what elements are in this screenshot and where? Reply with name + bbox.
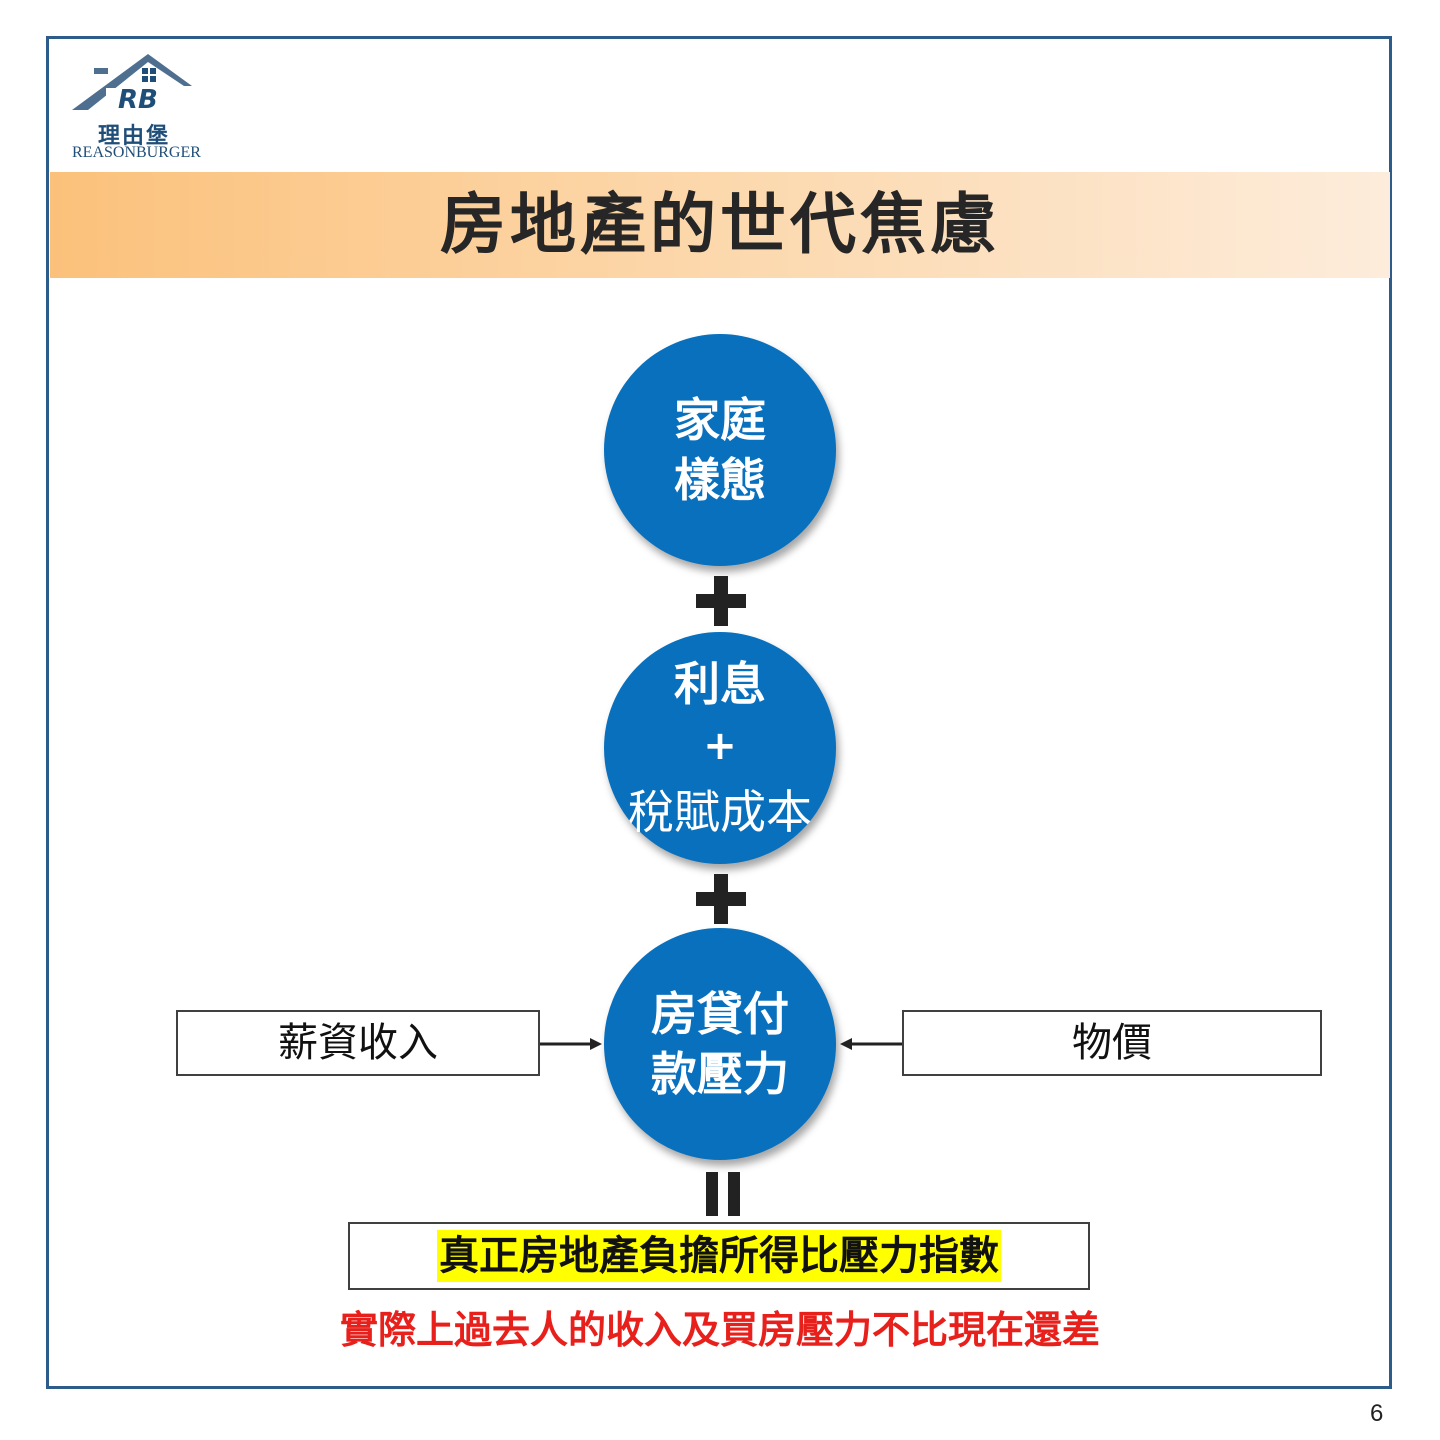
logo-mark: RB [118,85,158,115]
arrow-left-icon [840,1038,902,1050]
plus-icon [696,576,746,626]
equals-icon [706,1172,740,1216]
price-level-box: 物價 [902,1010,1322,1076]
logo-name-en: REASONBURGER [72,144,201,161]
conclusion-note: 實際上過去人的收入及買房壓力不比現在還差 [339,1308,1100,1352]
house-logo-icon: RB [72,54,192,115]
circle-interest-tax: 利息 + 稅賦成本 [604,632,836,864]
result-text: 真正房地產負擔所得比壓力指數 [437,1230,1001,1282]
circle-interest-label: 利息 [674,657,766,711]
result-box: 真正房地產負擔所得比壓力指數 [348,1222,1090,1290]
salary-income-box: 薪資收入 [176,1010,540,1076]
plus-icon [696,874,746,924]
page-title: 房地產的世代焦慮 [440,186,1000,263]
circle-family-label: 家庭 樣態 [674,393,766,507]
circle-mortgage: 房貸付 款壓力 [604,928,836,1160]
title-bar: 房地產的世代焦慮 [50,172,1390,278]
arrow-right-icon [540,1038,602,1050]
logo-name-cn: 理由堡 [98,123,171,149]
circle-family: 家庭 樣態 [604,334,836,566]
circle-mortgage-label: 房貸付 款壓力 [651,987,789,1101]
circle-tax-label: 稅賦成本 [628,785,812,839]
page-number: 6 [1370,1400,1384,1427]
circle-interest-plus: + [703,723,737,769]
logo: RB 理由堡 REASONBURGER [66,48,226,164]
